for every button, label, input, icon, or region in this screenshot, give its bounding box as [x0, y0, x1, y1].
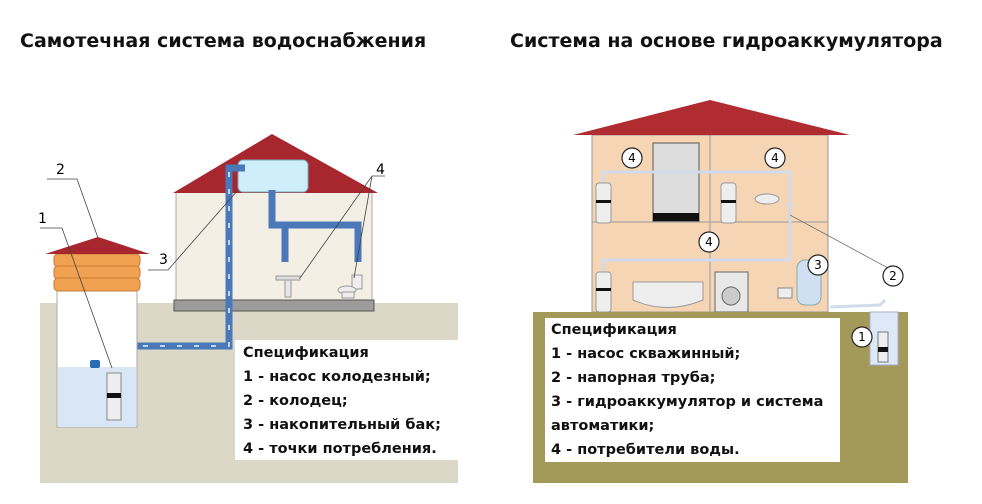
automation-unit	[777, 287, 793, 299]
spec-heading: Спецификация	[551, 322, 677, 338]
callout-3: 3	[814, 258, 822, 272]
callout-4: 4	[628, 151, 636, 165]
callout-4: 4	[771, 151, 779, 165]
callout-1: 1	[38, 211, 47, 227]
spec-item: 4 - потребители воды.	[551, 442, 740, 458]
callout-4: 4	[376, 162, 385, 178]
bathtub	[632, 281, 704, 308]
left-specification: Спецификация 1 - насос колодезный; 2 - к…	[243, 341, 441, 461]
spec-item: 3 - гидроаккумулятор и система	[551, 394, 824, 410]
callout-4: 4	[705, 235, 713, 249]
left-spec-box	[235, 340, 458, 460]
callout-2: 2	[56, 162, 65, 178]
spec-item: 4 - точки потребления.	[243, 441, 437, 457]
spec-item: 2 - колодец;	[243, 393, 348, 409]
house-foundation	[173, 299, 375, 312]
toilet-icon	[595, 182, 612, 224]
callout-1: 1	[858, 330, 866, 344]
spec-heading: Спецификация	[243, 345, 369, 361]
spec-item: автоматики;	[551, 418, 655, 434]
callout-lines	[40, 175, 385, 369]
well-logs	[53, 253, 141, 292]
gravity-system-illustration: 2 1 3 4	[38, 134, 458, 483]
spec-item: 2 - напорная труба;	[551, 370, 716, 386]
spec-item: 3 - накопительный бак;	[243, 417, 441, 433]
right-title: Система на основе гидроаккумулятора	[510, 30, 943, 52]
right-spec-box	[545, 318, 840, 462]
shower-cabin	[652, 142, 700, 222]
borehole-pump	[877, 331, 889, 363]
pipes	[601, 170, 887, 309]
right-specification: Спецификация 1 - насос скважинный; 2 - н…	[551, 318, 823, 462]
callout-3: 3	[159, 252, 168, 268]
sink-icon	[754, 193, 780, 205]
accumulator-system-illustration: 4 4 4 3 2 1	[533, 100, 908, 483]
well-pump	[106, 372, 122, 421]
spec-item: 1 - насос колодезный;	[243, 369, 431, 385]
spec-item: 1 - насос скважинный;	[551, 346, 741, 362]
float-switch	[90, 360, 100, 368]
toilet-icon	[337, 274, 363, 299]
callout-2: 2	[889, 269, 897, 283]
storage-tank	[237, 159, 309, 193]
house-roof	[573, 100, 850, 135]
left-title: Самотечная система водоснабжения	[20, 30, 427, 52]
toilet-icon	[720, 182, 737, 224]
well-roof	[45, 237, 150, 254]
well-water	[58, 367, 136, 427]
callout-circles	[621, 147, 904, 348]
toilet-icon	[595, 271, 612, 313]
